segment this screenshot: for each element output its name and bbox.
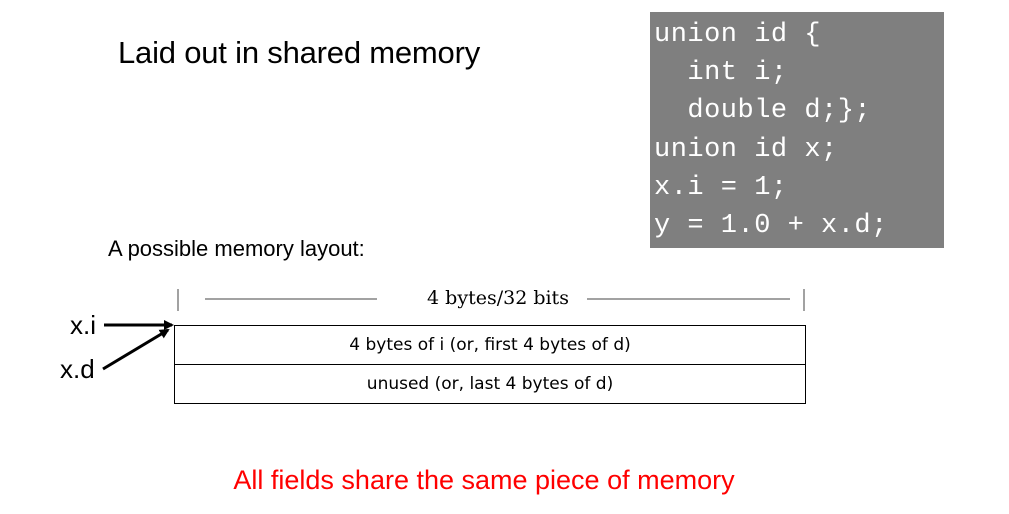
code-line: union id x; — [654, 134, 838, 165]
memory-row-second: unused (or, last 4 bytes of d) — [174, 364, 806, 404]
xd-arrow — [102, 328, 170, 371]
memory-row-first: 4 bytes of i (or, first 4 bytes of d) — [174, 325, 806, 365]
slide-title: Laid out in shared memory — [118, 35, 481, 70]
code-line: double d;}; — [654, 96, 872, 127]
pointer-label-xd: x.d — [60, 354, 95, 384]
width-label: 4 bytes/32 bits — [427, 287, 569, 309]
code-line: union id { — [654, 20, 822, 50]
code-line: int i; — [654, 58, 788, 89]
pointer-label-xi: x.i — [70, 310, 96, 340]
summary-note: All fields share the same piece of memor… — [233, 465, 735, 495]
code-line: x.i = 1; — [654, 172, 788, 203]
code-line: y = 1.0 + x.d; — [654, 210, 888, 241]
layout-subtitle: A possible memory layout: — [108, 236, 365, 261]
code-block: union id { int i; double d;}; union id x… — [650, 12, 944, 248]
